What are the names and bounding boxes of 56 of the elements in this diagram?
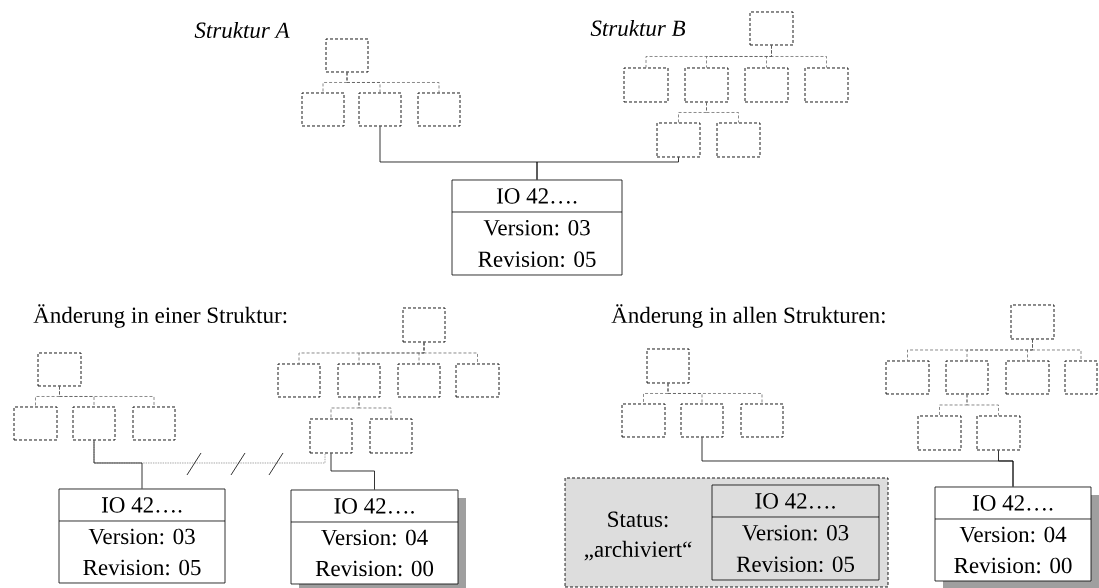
dashed-box xyxy=(684,67,729,103)
dashed-box xyxy=(917,415,962,451)
dashed-box xyxy=(623,67,669,103)
connector-line xyxy=(1032,339,1082,361)
connector-line xyxy=(93,440,143,489)
version-box: IO 42…. Version: 03 Revision: 05 xyxy=(58,488,226,584)
dashed-box xyxy=(716,122,761,158)
dashed-box xyxy=(1064,360,1098,395)
dashed-box xyxy=(945,360,989,395)
dashed-box xyxy=(301,92,345,127)
dashed-box xyxy=(804,67,849,103)
dashed-box xyxy=(309,418,353,454)
dashed-box xyxy=(358,92,402,127)
dashed-box xyxy=(680,403,724,438)
dashed-box xyxy=(1010,304,1055,340)
connector-line xyxy=(706,102,739,123)
dashed-box xyxy=(132,406,176,441)
connector-line xyxy=(330,453,375,490)
dashed-box xyxy=(402,307,446,343)
connector-line xyxy=(423,342,478,364)
dashed-box xyxy=(337,363,381,398)
version-box: IO 42…. Version: 03 Revision: 05 xyxy=(711,484,880,581)
heading: Struktur A xyxy=(194,21,290,39)
dashed-box xyxy=(656,122,701,158)
connector-line xyxy=(93,440,326,464)
heading: Änderung in allen Strukturen: xyxy=(611,304,885,328)
version-box: IO 42…. Version: 04 Revision: 00 xyxy=(290,489,466,588)
dashed-box xyxy=(885,360,930,395)
dashed-box xyxy=(13,406,58,441)
connector-line xyxy=(358,397,392,419)
dashed-box xyxy=(325,38,369,73)
connector-line xyxy=(966,394,999,416)
connector-line xyxy=(536,157,679,180)
dashed-box xyxy=(277,363,321,398)
dashed-box xyxy=(369,418,413,454)
dashed-box xyxy=(455,363,500,398)
heading: Struktur B xyxy=(590,19,686,37)
dashed-box xyxy=(1005,360,1050,395)
dashed-box xyxy=(621,403,666,438)
dashed-box xyxy=(646,348,690,384)
connector-line xyxy=(998,450,1014,487)
version-box: IO 42…. Version: 04 Revision: 00 xyxy=(934,486,1099,588)
connector-line xyxy=(346,72,440,93)
dashed-box xyxy=(417,92,461,127)
dashed-box xyxy=(744,67,789,103)
dashed-box xyxy=(740,403,784,438)
connector-line xyxy=(667,383,763,404)
dashed-box xyxy=(976,415,1021,451)
heading: Änderung in einer Struktur: xyxy=(33,304,287,328)
connector-line xyxy=(771,45,827,68)
connector-line xyxy=(59,386,155,407)
dashed-box xyxy=(72,406,116,441)
dashed-box xyxy=(749,11,794,46)
dashed-box xyxy=(397,363,441,398)
version-box: IO 42…. Version: 03 Revision: 05 xyxy=(451,179,623,276)
dashed-box xyxy=(37,352,82,387)
